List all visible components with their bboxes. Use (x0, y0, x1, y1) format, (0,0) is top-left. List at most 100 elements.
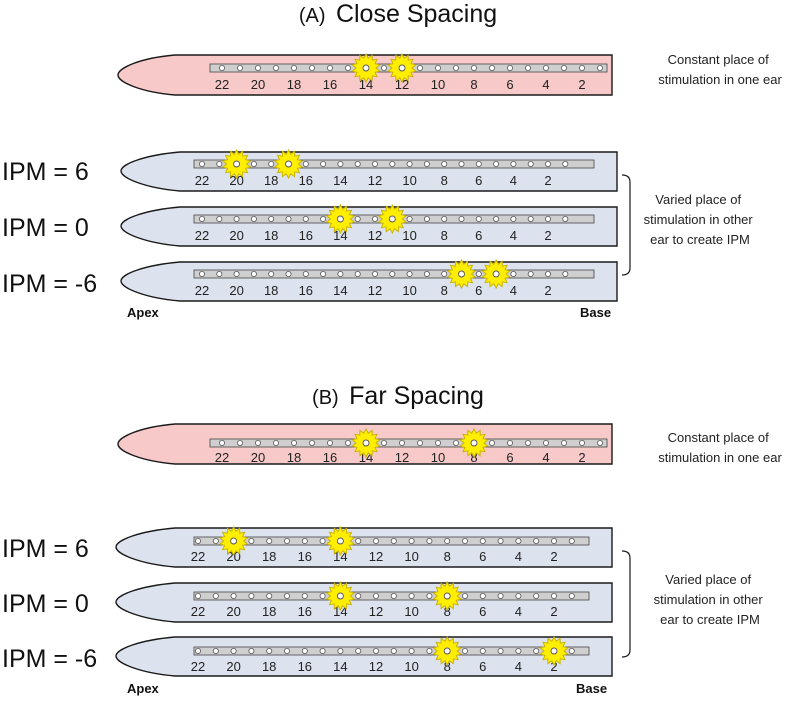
electrode-contact (372, 648, 379, 655)
electrode-contact (441, 215, 448, 222)
electrode-number: 18 (262, 549, 276, 564)
electrode-contact (380, 65, 387, 72)
electrode-contact (354, 270, 361, 277)
stimulated-contact (233, 160, 241, 168)
electrode-contact (236, 439, 243, 446)
reference-note: Constant place of stimulation in one ear (658, 52, 782, 87)
electrode-contact (250, 270, 257, 277)
stimulated-contact (550, 647, 558, 655)
electrode-contact (568, 538, 575, 545)
electrode-contact (493, 160, 500, 167)
electrode-contact (561, 65, 568, 72)
electrode-contact (354, 160, 361, 167)
electrode-contact (302, 160, 309, 167)
electrode-contact (290, 439, 297, 446)
electrode-contact (461, 593, 468, 600)
electrode-contact (212, 593, 219, 600)
electrode-contacts (194, 538, 575, 545)
electrode-contact (371, 270, 378, 277)
electrode-contact (452, 439, 459, 446)
electrode-number: 2 (550, 659, 557, 674)
electrode-number: 20 (229, 283, 243, 298)
electrode-number: 6 (506, 77, 513, 92)
electrode-contact (301, 593, 308, 600)
electrode-contact (444, 538, 451, 545)
electrode-number: 12 (368, 173, 382, 188)
electrode-number: 18 (287, 450, 301, 465)
electrode-contact (233, 215, 240, 222)
electrode-contact (475, 270, 482, 277)
electrode-contact (533, 648, 540, 655)
electrode-contact (216, 215, 223, 222)
electrode-contact (452, 65, 459, 72)
electrode-contact (562, 160, 569, 167)
bracket (621, 174, 631, 276)
electrode-contact (545, 160, 552, 167)
electrode-number: 14 (333, 604, 347, 619)
electrode-number: 12 (369, 549, 383, 564)
electrode-number: 16 (299, 228, 313, 243)
electrode-contact (216, 270, 223, 277)
electrode-contact (497, 538, 504, 545)
electrode-contact (250, 215, 257, 222)
electrode-number: 16 (323, 450, 337, 465)
electrode-contact (254, 65, 261, 72)
panel-b-title: (B) Far Spacing (312, 382, 484, 410)
electrode-number: 10 (404, 549, 418, 564)
electrode-number: 18 (262, 604, 276, 619)
electrode-contact (248, 593, 255, 600)
electrode-contact (568, 648, 575, 655)
electrode-contact (475, 160, 482, 167)
stimulated-contact (362, 439, 370, 447)
electrode-number: 6 (506, 450, 513, 465)
electrode-contacts (218, 439, 604, 446)
electrode-number: 22 (215, 450, 229, 465)
electrode-number: 8 (470, 77, 477, 92)
electrode-contact (266, 593, 273, 600)
electrode-number: 16 (299, 173, 313, 188)
electrode-contact (527, 270, 534, 277)
electrode-contact (515, 538, 522, 545)
electrode-number: 16 (298, 659, 312, 674)
stimulation-markers (218, 525, 356, 557)
stimulated-contact (336, 537, 344, 545)
electrode-contact (406, 160, 413, 167)
electrode-contact (283, 648, 290, 655)
electrode-contact (475, 215, 482, 222)
electrode-number: 12 (369, 659, 383, 674)
electrode-number: 10 (404, 604, 418, 619)
electrode-contact (319, 648, 326, 655)
electrode-number: 14 (333, 549, 347, 564)
electrode-contact (308, 439, 315, 446)
electrode-number: 14 (333, 283, 347, 298)
electrode-number: 10 (402, 173, 416, 188)
panel-b-title-text: Far Spacing (349, 382, 484, 410)
electrode-contact (218, 439, 225, 446)
electrode-number: 8 (444, 549, 451, 564)
stimulated-contact (336, 592, 344, 600)
electrode-contact (527, 160, 534, 167)
electrode-number: 2 (544, 228, 551, 243)
electrode-number: 18 (264, 173, 278, 188)
electrode-number: 2 (550, 604, 557, 619)
panel-a-row-ipm-6: IPM = 6 22 20 18 16 14 12 10 8 6 4 2 (2, 148, 618, 192)
electrode-contact (506, 65, 513, 72)
electrode-contact (337, 270, 344, 277)
electrode-contact (194, 538, 201, 545)
electrode-number: 20 (251, 77, 265, 92)
ipm-label: IPM = 6 (2, 158, 89, 186)
electrode-contact (488, 65, 495, 72)
electrode-numbers: 22 20 18 16 14 12 10 8 6 4 2 (195, 228, 552, 243)
electrode-contact (290, 65, 297, 72)
bracket-note: Varied place of stimulation in other ear… (654, 572, 767, 627)
electrode-number: 8 (441, 173, 448, 188)
electrode-contact (423, 215, 430, 222)
panel-a-reference-cochlea: 22 20 18 16 14 12 10 8 6 4 2 (117, 52, 613, 96)
electrode-contact (390, 648, 397, 655)
electrode-number: 22 (191, 549, 205, 564)
base-label: Base (576, 681, 607, 696)
electrode-contact (533, 538, 540, 545)
electrode-number: 20 (251, 450, 265, 465)
electrode-contact (371, 160, 378, 167)
electrode-contact (479, 593, 486, 600)
